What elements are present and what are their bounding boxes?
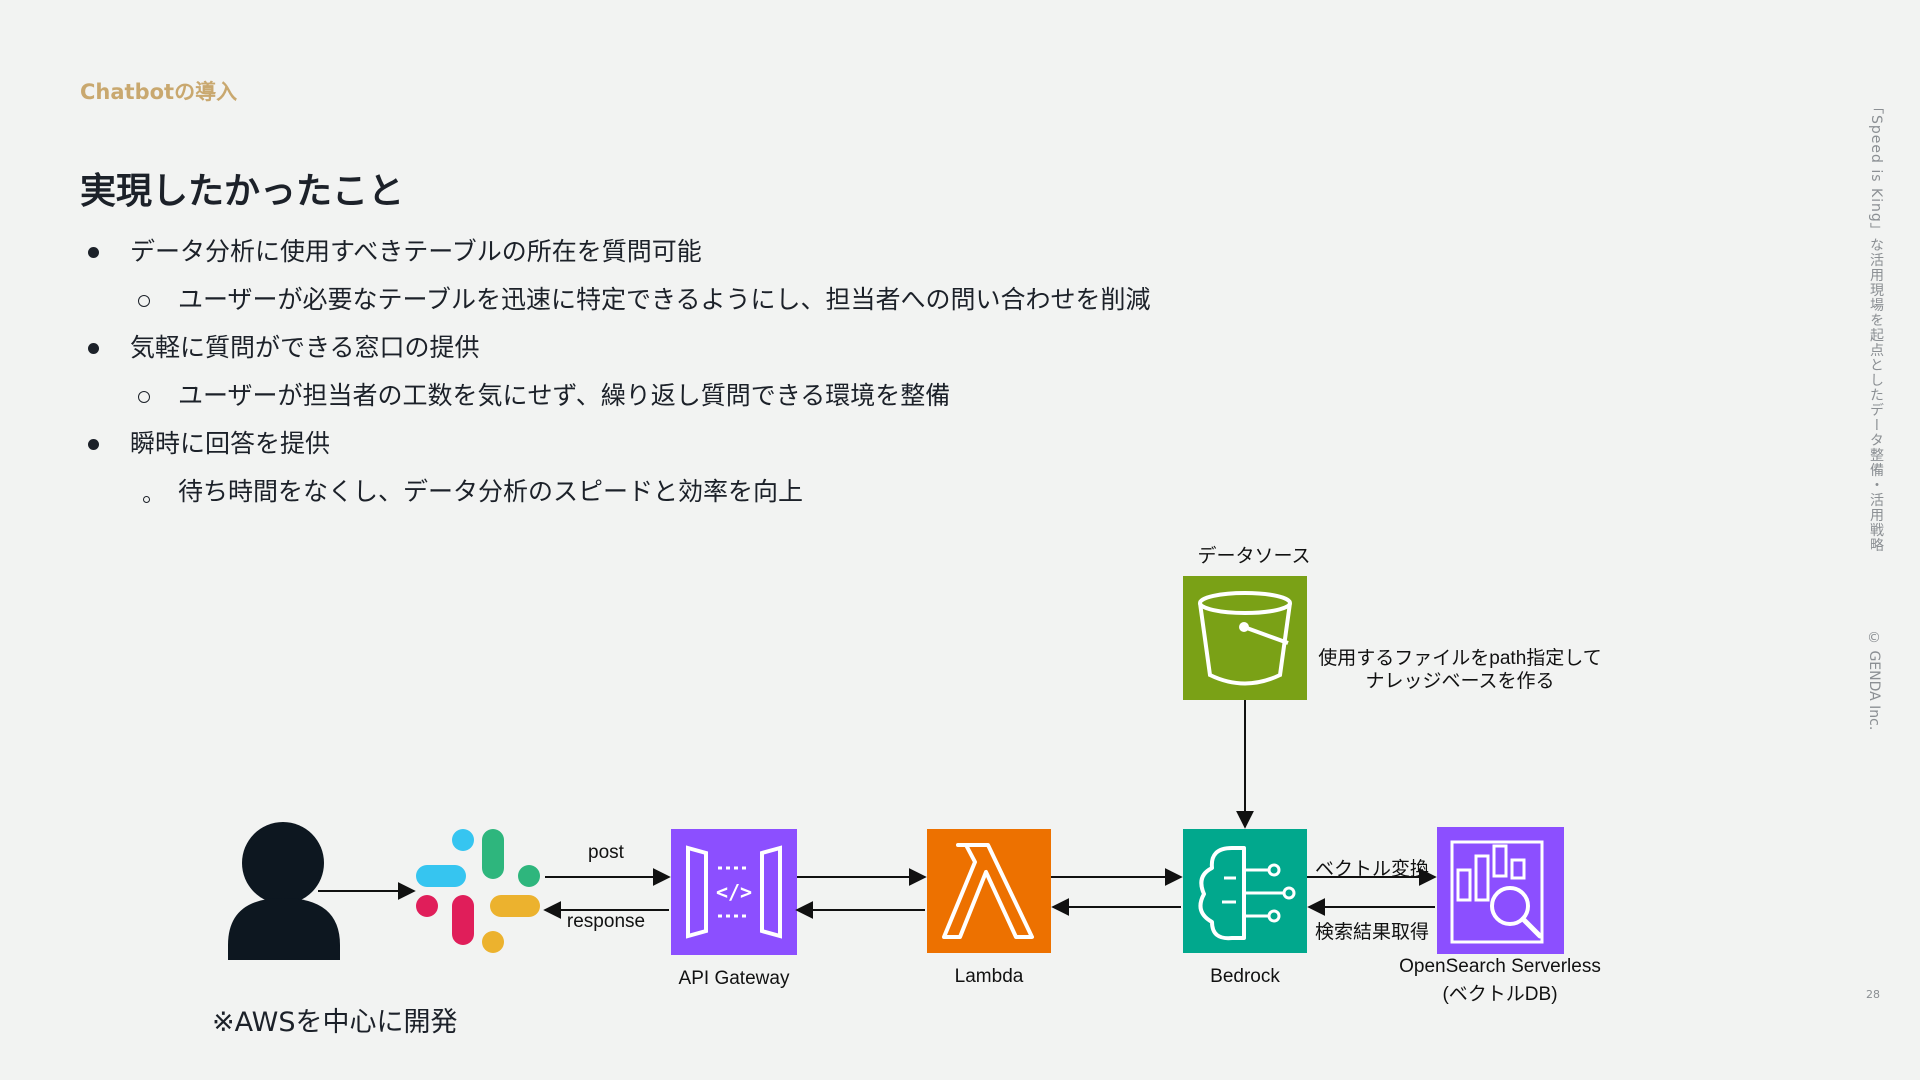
bedrock-icon <box>1183 829 1307 953</box>
opensearch-label-line1: OpenSearch Serverless <box>1399 956 1601 977</box>
section-label: Chatbotの導入 <box>80 80 238 104</box>
copyright: © GENDA Inc. <box>1866 630 1882 731</box>
bullet-text: データ分析に使用すべきテーブルの所在を質問可能 <box>130 237 702 266</box>
api-gateway-icon: </> <box>671 829 797 955</box>
page-number: 28 <box>1866 988 1880 1001</box>
bullet-list: データ分析に使用すべきテーブルの所在を質問可能 ユーザーが必要なテーブルを迅速に… <box>88 228 1388 516</box>
s3-note-line2: ナレッジベースを作る <box>1365 671 1555 692</box>
bullet-item: 気軽に質問ができる窓口の提供 <box>88 324 1388 372</box>
post-label: post <box>588 842 624 863</box>
opensearch-label-line2: (ベクトルDB) <box>1442 984 1558 1005</box>
svg-text:</>: </> <box>716 880 752 904</box>
slack-icon <box>416 829 540 953</box>
api-gateway-label: API Gateway <box>678 968 790 989</box>
sub-bullet-item: 待ち時間をなくし、データ分析のスピードと効率を向上 <box>88 468 1388 516</box>
bullet-dot <box>88 343 99 354</box>
bedrock-label: Bedrock <box>1210 966 1280 987</box>
sub-bullet-text: 待ち時間をなくし、データ分析のスピードと効率を向上 <box>178 477 804 506</box>
bullet-dot <box>88 247 99 258</box>
footnote: ※AWSを中心に開発 <box>212 1007 458 1038</box>
sub-bullet-ring <box>138 295 150 307</box>
sub-bullet-text: ユーザーが必要なテーブルを迅速に特定できるようにし、担当者への問い合わせを削減 <box>178 285 1151 314</box>
response-label: response <box>566 911 646 932</box>
sub-bullet-item: ユーザーが必要なテーブルを迅速に特定できるようにし、担当者への問い合わせを削減 <box>88 276 1388 324</box>
side-tagline: 「Speed is King」な活用現場を起点としたデータ整備・活用戦略 <box>1868 100 1884 553</box>
bullet-item: 瞬時に回答を提供 <box>88 420 1388 468</box>
search-result-label: 検索結果取得 <box>1314 922 1430 943</box>
sub-bullet-ring <box>143 496 150 503</box>
sub-bullet-ring <box>138 391 150 403</box>
bullet-text: 瞬時に回答を提供 <box>130 429 331 458</box>
s3-bucket-icon <box>1183 576 1307 700</box>
lambda-label: Lambda <box>954 966 1024 987</box>
user-icon <box>228 822 340 960</box>
flow-arrows <box>318 700 1437 919</box>
slide-title: 実現したかったこと <box>80 171 405 212</box>
sub-bullet-item: ユーザーが担当者の工数を気にせず、繰り返し質問できる環境を整備 <box>88 372 1388 420</box>
lambda-icon <box>927 829 1051 953</box>
bullet-item: データ分析に使用すべきテーブルの所在を質問可能 <box>88 228 1388 276</box>
s3-note-line1: 使用するファイルをpath指定して <box>1318 648 1602 669</box>
sub-bullet-text: ユーザーが担当者の工数を気にせず、繰り返し質問できる環境を整備 <box>178 381 951 410</box>
bullet-dot <box>88 439 99 450</box>
opensearch-icon <box>1437 827 1564 954</box>
datasource-label: データソース <box>1197 546 1311 567</box>
bullet-text: 気軽に質問ができる窓口の提供 <box>130 333 480 362</box>
vector-convert-label: ベクトル変換 <box>1314 859 1430 880</box>
